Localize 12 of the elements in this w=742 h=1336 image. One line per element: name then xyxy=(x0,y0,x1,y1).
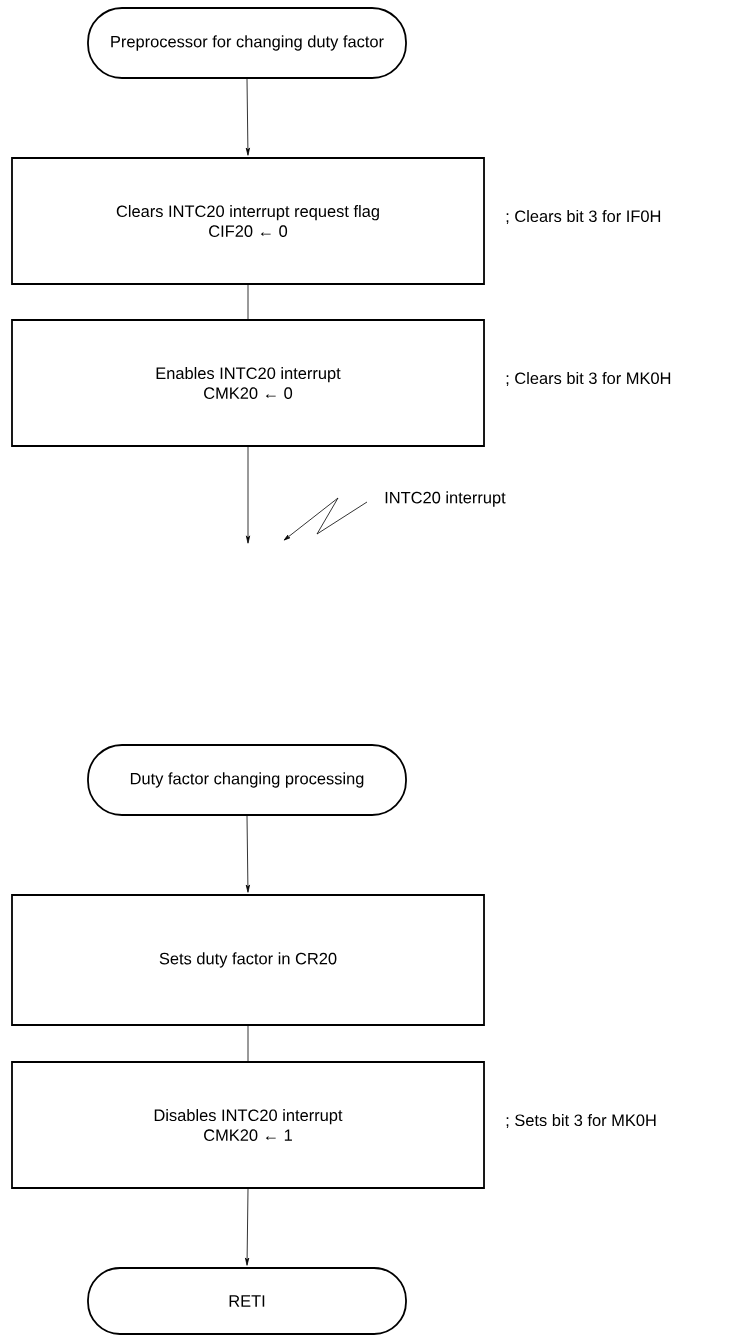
arrow xyxy=(245,815,250,893)
process-box: Sets duty factor in CR20 xyxy=(11,894,485,1026)
process-box: Enables INTC20 interrupt CMK20 ← 0 xyxy=(11,319,485,447)
process-box: Clears INTC20 interrupt request flag CIF20 ← 0 xyxy=(11,157,485,285)
arrow xyxy=(245,1188,250,1266)
annotation-text: ; Sets bit 3 for MK0H xyxy=(506,1114,656,1129)
annotation-text: ; Clears bit 3 for MK0H xyxy=(506,372,671,386)
annotation-text: ; Clears bit 3 for IF0H xyxy=(506,210,661,224)
interrupt-label: INTC20 interrupt xyxy=(385,491,506,507)
arrow xyxy=(245,446,251,544)
arrow xyxy=(245,78,250,156)
process-box: Disables INTC20 interrupt CMK20 ← 1 xyxy=(11,1061,485,1189)
